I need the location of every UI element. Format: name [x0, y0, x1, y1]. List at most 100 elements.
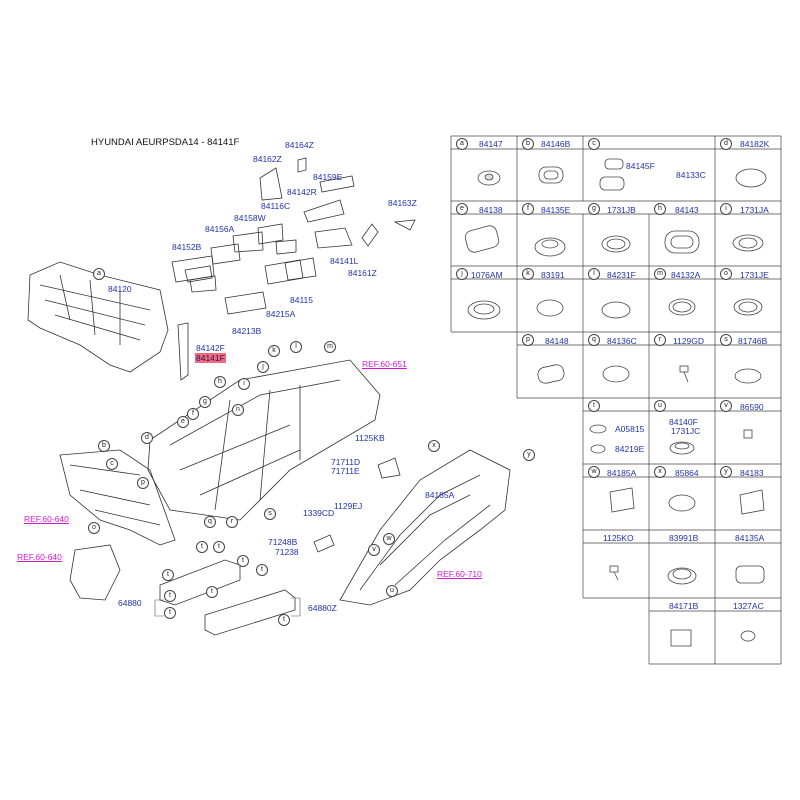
part-1339CD[interactable]: 1339CD [303, 508, 335, 518]
callout-letter-t-8: t [206, 586, 218, 598]
table-code-1125KO[interactable]: 1125KO [603, 533, 634, 543]
callout-letter-k: k [268, 345, 280, 357]
table-code-84136C[interactable]: 84136C [607, 336, 637, 346]
table-code-84231F[interactable]: 84231F [607, 270, 636, 280]
table-code-84219E[interactable]: 84219E [615, 444, 645, 454]
callout-letter-l: l [290, 341, 302, 353]
callout-letter-s: s [264, 508, 276, 520]
table-code-84183[interactable]: 84183 [740, 468, 764, 478]
table-code-84145F[interactable]: 84145F [626, 161, 655, 171]
table-letter-m: m [654, 268, 666, 280]
table-code-84147[interactable]: 84147 [479, 139, 503, 149]
part-84141F-highlighted[interactable]: 84141F [195, 353, 226, 363]
callout-letter-x: x [428, 440, 440, 452]
table-letter-g: g [588, 203, 600, 215]
table-letter-b: b [522, 138, 534, 150]
parts-table-grid [450, 135, 782, 665]
table-letter-l: l [588, 268, 600, 280]
callout-letter-o: o [88, 522, 100, 534]
callout-letter-y: y [523, 449, 535, 461]
table-code-84132A[interactable]: 84132A [671, 270, 701, 280]
table-letter-k: k [522, 268, 534, 280]
table-letter-x: x [654, 466, 666, 478]
part-84116C[interactable]: 84116C [261, 201, 291, 211]
bracket-sketch-2 [313, 534, 335, 553]
table-code-84171B[interactable]: 84171B [669, 601, 699, 611]
part-1129EJ[interactable]: 1129EJ [334, 501, 363, 511]
table-code-84148[interactable]: 84148 [545, 336, 569, 346]
table-code-84133C[interactable]: 84133C [676, 170, 706, 180]
part-84159E[interactable]: 84159E [313, 172, 343, 182]
table-letter-e: e [456, 203, 468, 215]
floor-pan-sketch [147, 359, 381, 521]
table-code-1731JA[interactable]: 1731JA [740, 205, 769, 215]
table-code-81746B[interactable]: 81746B [738, 336, 768, 346]
table-code-84146B[interactable]: 84146B [541, 139, 571, 149]
table-code-1731JE[interactable]: 1731JE [740, 270, 769, 280]
part-84158W[interactable]: 84158W [234, 213, 266, 223]
part-84142F[interactable]: 84142F [196, 343, 225, 353]
part-84164Z[interactable]: 84164Z [285, 140, 314, 150]
table-letter-p: p [522, 334, 534, 346]
part-71248B[interactable]: 71248B [268, 537, 298, 547]
part-84163Z[interactable]: 84163Z [388, 198, 417, 208]
table-letter-r: r [654, 334, 666, 346]
floor-cover-sketch [159, 559, 296, 636]
table-letter-d: d [720, 138, 732, 150]
table-code-83191[interactable]: 83191 [541, 270, 565, 280]
callout-letter-t-5: t [164, 607, 176, 619]
ref-60-710[interactable]: REF.60-710 [437, 569, 482, 579]
ref-60-651[interactable]: REF.60-651 [362, 359, 407, 369]
ref-60-640-b[interactable]: REF.60-640 [17, 552, 62, 562]
part-84156A[interactable]: 84156A [205, 224, 235, 234]
table-code-84135A[interactable]: 84135A [735, 533, 765, 543]
table-code-84143[interactable]: 84143 [675, 205, 699, 215]
part-71711E[interactable]: 71711E [331, 466, 360, 476]
part-84213B[interactable]: 84213B [232, 326, 262, 336]
ref-60-640-a[interactable]: REF.60-640 [24, 514, 69, 524]
table-code-84138[interactable]: 84138 [479, 205, 503, 215]
table-letter-w: w [588, 466, 600, 478]
table-letter-f: f [522, 203, 534, 215]
callout-letter-f: f [187, 408, 199, 420]
part-84152B[interactable]: 84152B [172, 242, 202, 252]
part-84215A[interactable]: 84215A [266, 309, 296, 319]
part-84161Z[interactable]: 84161Z [348, 268, 377, 278]
table-code-85864[interactable]: 85864 [675, 468, 699, 478]
part-71238[interactable]: 71238 [275, 547, 299, 557]
part-84142R[interactable]: 84142R [287, 187, 317, 197]
table-letter-c: c [588, 138, 600, 150]
table-code-1327AC[interactable]: 1327AC [733, 601, 764, 611]
table-code-84140F[interactable]: 84140F [669, 417, 698, 427]
table-code-86590[interactable]: 86590 [740, 402, 764, 412]
part-84115[interactable]: 84115 [290, 295, 314, 305]
part-64880[interactable]: 64880 [118, 598, 142, 608]
part-84120[interactable]: 84120 [108, 284, 132, 294]
part-84185A[interactable]: 84185A [425, 490, 455, 500]
table-code-1076AM[interactable]: 1076AM [471, 270, 503, 280]
table-code-84182K[interactable]: 84182K [740, 139, 770, 149]
pads-sketch [171, 157, 416, 315]
part-64880Z[interactable]: 64880Z [308, 603, 337, 613]
part-84141L[interactable]: 84141L [330, 256, 359, 266]
part-84162Z[interactable]: 84162Z [253, 154, 282, 164]
table-letter-h: h [654, 203, 666, 215]
part-71711D[interactable]: 71711D [331, 457, 361, 467]
callout-letter-g: g [199, 396, 211, 408]
table-code-1129GD[interactable]: 1129GD [673, 336, 705, 346]
table-letter-i: i [720, 203, 732, 215]
table-code-84135E[interactable]: 84135E [541, 205, 571, 215]
callout-letter-b: b [98, 440, 110, 452]
table-code-83991B[interactable]: 83991B [669, 533, 699, 543]
leader-lines [154, 597, 301, 617]
table-code-1731JB[interactable]: 1731JB [607, 205, 636, 215]
callout-letter-u: u [386, 585, 398, 597]
table-code-84185A[interactable]: 84185A [607, 468, 637, 478]
callout-letter-t-2: t [213, 541, 225, 553]
table-letter-j: j [456, 268, 468, 280]
part-1125KB[interactable]: 1125KB [355, 433, 385, 443]
table-letter-s: s [720, 334, 732, 346]
table-code-1731JC[interactable]: 1731JC [671, 426, 701, 436]
table-code-A05815[interactable]: A05815 [615, 424, 645, 434]
